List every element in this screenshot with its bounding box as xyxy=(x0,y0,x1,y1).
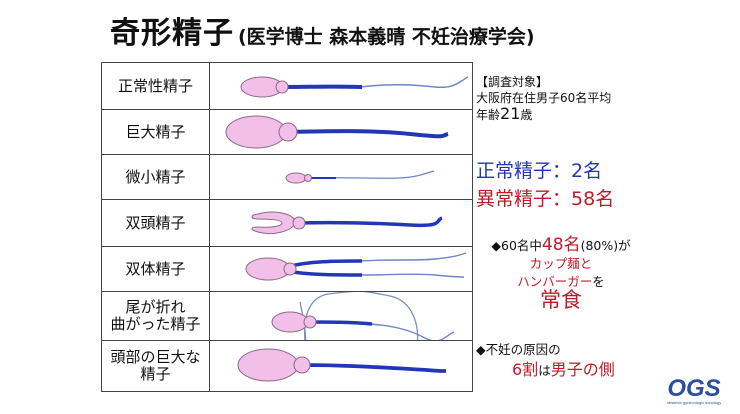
double-head-sperm-illustration xyxy=(209,199,473,247)
table-row: 双頭精子 xyxy=(101,199,473,247)
row-label: 双体精子 xyxy=(101,246,210,292)
table-row: 巨大精子 xyxy=(101,109,473,155)
bent-tail-sperm-illustration xyxy=(209,291,473,341)
diet-cause: ◆60名中48名(80%)が カップ麺と ハンバーガーを 常食 xyxy=(491,235,631,312)
table-row: 頭部の巨大な精子 xyxy=(101,340,473,392)
table-row: 尾が折れ曲がった精子 xyxy=(101,291,473,341)
survey-info: 【調査対象】 大阪府在住男子60名平均 年齢21歳 xyxy=(476,74,611,123)
table-row: 正常性精子 xyxy=(101,62,473,110)
abnormal-count: 異常精子：58名 xyxy=(476,188,615,210)
table-row: 微小精子 xyxy=(101,154,473,200)
row-label: 双頭精子 xyxy=(101,199,210,247)
normal-count: 正常精子：2名 xyxy=(476,160,603,182)
sperm-type-table: 正常性精子 巨大精子 微小精子 xyxy=(101,62,473,392)
infertility-cause: ◆不妊の原因の 6割は男子の側 xyxy=(476,342,615,379)
survey-age: 年齢21歳 xyxy=(476,104,533,123)
ogs-logo: OGS obstetric gynecologic sonology xyxy=(667,375,721,405)
title-main: 奇形精子 xyxy=(110,16,234,51)
row-label: 巨大精子 xyxy=(101,109,210,155)
normal-sperm-illustration xyxy=(209,62,473,110)
title-source: (医学博士 森本義晴 不妊治療学会) xyxy=(238,26,535,48)
giant-sperm-illustration xyxy=(209,109,473,155)
row-label: 頭部の巨大な精子 xyxy=(101,340,210,392)
svg-text:OGS: OGS xyxy=(667,375,720,402)
large-head-sperm-illustration xyxy=(209,340,473,392)
table-row: 双体精子 xyxy=(101,246,473,292)
svg-text:obstetric gynecologic sonology: obstetric gynecologic sonology xyxy=(667,400,721,405)
page-title: 奇形精子(医学博士 森本義晴 不妊治療学会) xyxy=(110,8,670,52)
micro-sperm-illustration xyxy=(209,154,473,200)
survey-subjects: 大阪府在住男子60名平均 xyxy=(476,91,612,105)
double-body-sperm-illustration xyxy=(209,246,473,292)
survey-heading: 【調査対象】 xyxy=(476,75,549,89)
row-label: 正常性精子 xyxy=(101,62,210,110)
row-label: 微小精子 xyxy=(101,154,210,200)
row-label: 尾が折れ曲がった精子 xyxy=(101,291,210,341)
